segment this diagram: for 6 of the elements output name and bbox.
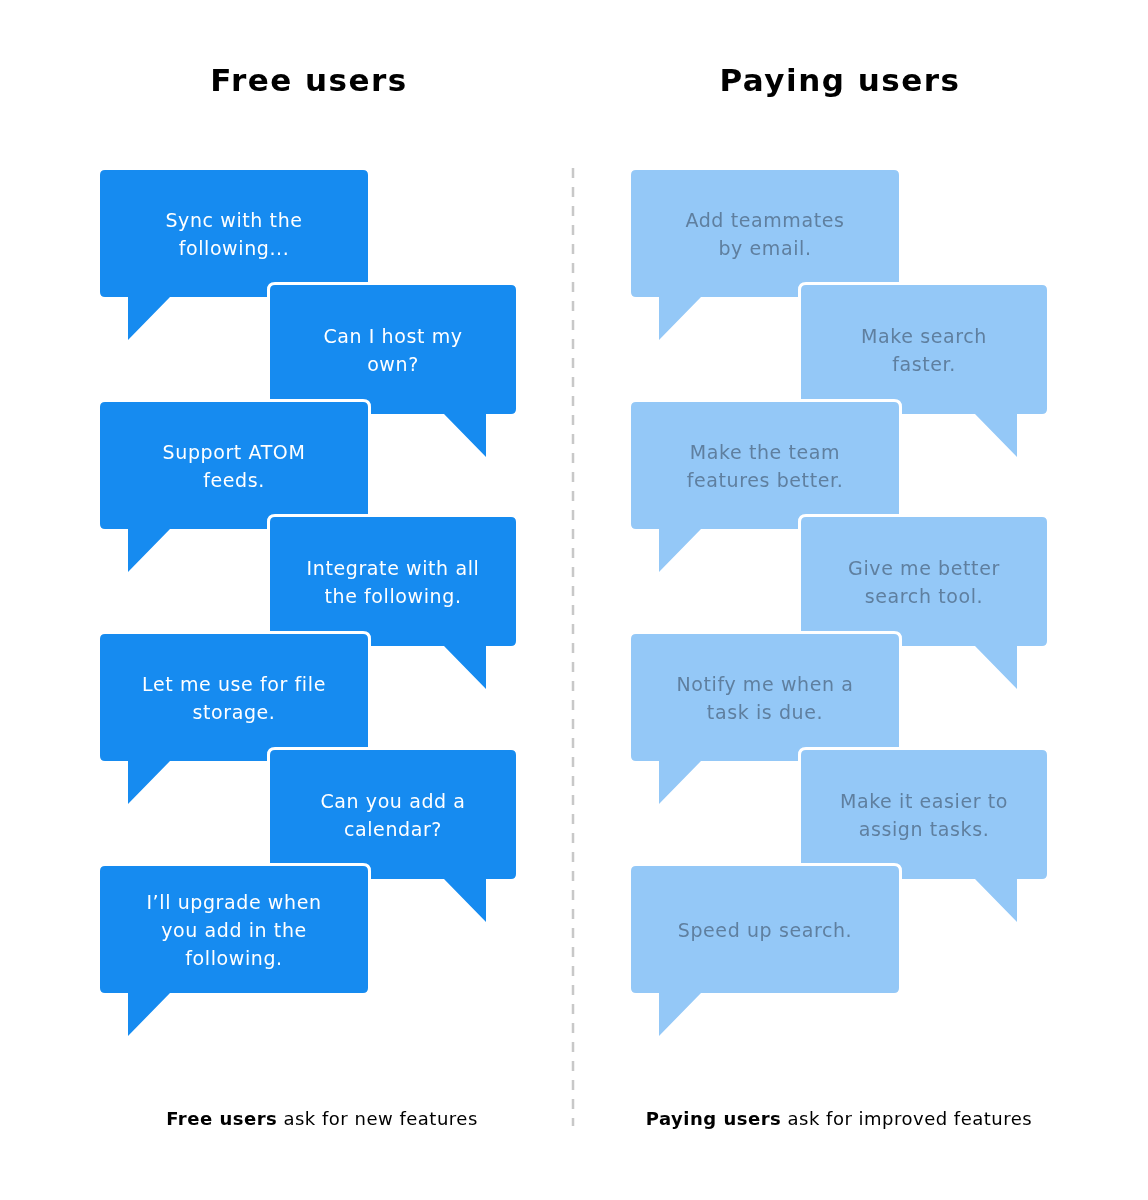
column-heading: Paying users <box>718 62 962 98</box>
column-caption: Free users ask for new features <box>165 1108 479 1129</box>
bubble-text: Add teammates by email. <box>684 207 846 261</box>
column-heading: Free users <box>209 62 409 98</box>
column-caption: Paying users ask for improved features <box>644 1108 1034 1129</box>
bubble-text: Sync with the following... <box>164 207 304 261</box>
